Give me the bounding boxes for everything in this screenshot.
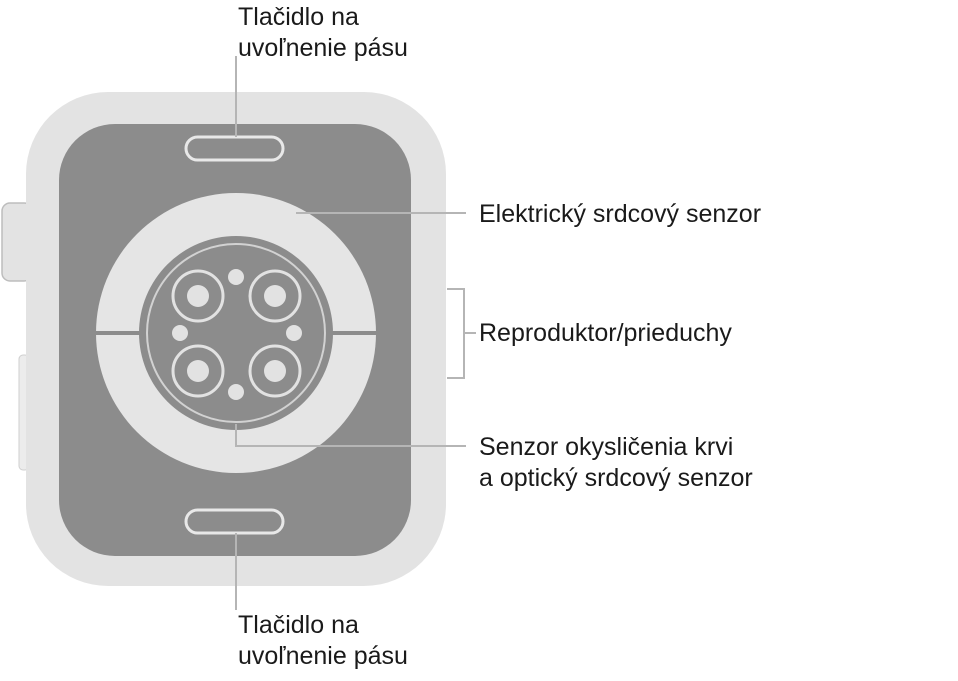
- label-band-release-top: Tlačidlo na uvoľnenie pásu: [238, 2, 408, 64]
- label-band-release-top-line1: Tlačidlo na: [238, 3, 359, 31]
- optical-sensor-bottom-left: [171, 344, 225, 398]
- label-blood-oxygen-optical-sensor: Senzor okysličenia krvi a optický srdcov…: [479, 432, 753, 494]
- band-release-button-bottom: [184, 508, 285, 535]
- optical-sensor-bottom-right: [248, 344, 302, 398]
- label-band-release-bottom-line1: Tlačidlo na: [238, 611, 359, 639]
- band-release-button-top: [184, 135, 285, 162]
- label-speaker-vents-text: Reproduktor/prieduchy: [479, 319, 732, 347]
- led-dot-right: [286, 325, 302, 341]
- led-dot-top: [228, 269, 244, 285]
- optical-sensor-top-left: [171, 269, 225, 323]
- optical-sensor-inner-rim: [146, 243, 326, 423]
- label-band-release-top-line2: uvoľnenie pásu: [238, 34, 408, 62]
- label-speaker-vents: Reproduktor/prieduchy: [479, 318, 732, 349]
- leader-line-optical-sensor: [235, 424, 466, 447]
- label-band-release-bottom-line2: uvoľnenie pásu: [238, 642, 408, 670]
- optical-sensor-top-right: [248, 269, 302, 323]
- label-band-release-bottom: Tlačidlo na uvoľnenie pásu: [238, 610, 408, 672]
- label-electrical-heart-sensor: Elektrický srdcový senzor: [479, 199, 761, 230]
- led-dot-bottom: [228, 384, 244, 400]
- label-blood-oxygen-optical-sensor-line2: a optický srdcový senzor: [479, 464, 753, 492]
- label-electrical-heart-sensor-text: Elektrický srdcový senzor: [479, 200, 762, 228]
- label-blood-oxygen-optical-sensor-line1: Senzor okysličenia krvi: [479, 433, 734, 461]
- optical-sensor-area: [139, 236, 333, 430]
- led-dot-left: [172, 325, 188, 341]
- leader-bracket-speaker-vents: [447, 288, 465, 379]
